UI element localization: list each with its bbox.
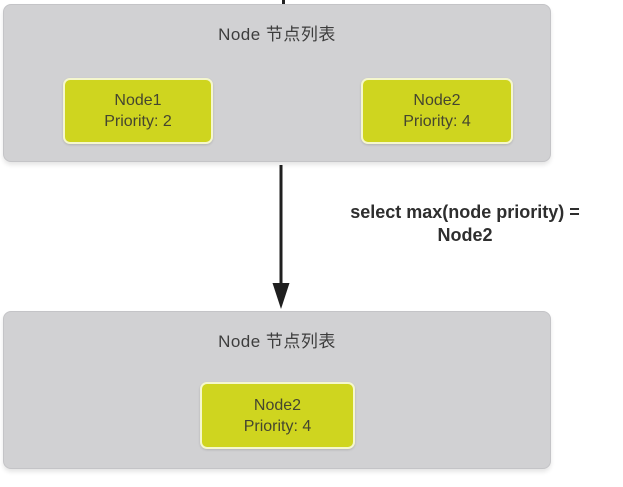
node-priority: Priority: 4	[243, 417, 312, 435]
node-card-node2-selected: Node2 Priority: 4	[200, 382, 355, 449]
node-name: Node2	[413, 92, 461, 109]
node-list-panel-before: Node 节点列表 Node1 Priority: 2 Node2 Priori…	[3, 4, 551, 162]
node-card-node1: Node1 Priority: 2	[63, 78, 213, 144]
incoming-arrow-line	[282, 0, 285, 6]
selection-rule-line1: select max(node priority) =	[350, 202, 580, 222]
selection-rule-label: select max(node priority) = Node2	[308, 201, 622, 247]
down-arrow-icon	[272, 165, 290, 309]
selection-rule-line2: Node2	[437, 225, 493, 245]
node-priority: Priority: 2	[104, 113, 172, 130]
panel-title: Node 节点列表	[218, 25, 336, 44]
panel-title: Node 节点列表	[218, 332, 336, 351]
node-list-panel-after: Node 节点列表 Node2 Priority: 4	[3, 311, 551, 469]
node-name: Node1	[114, 92, 162, 109]
node-priority: Priority: 4	[403, 113, 471, 130]
node-card-node2: Node2 Priority: 4	[361, 78, 513, 144]
node-name: Node2	[253, 396, 302, 414]
